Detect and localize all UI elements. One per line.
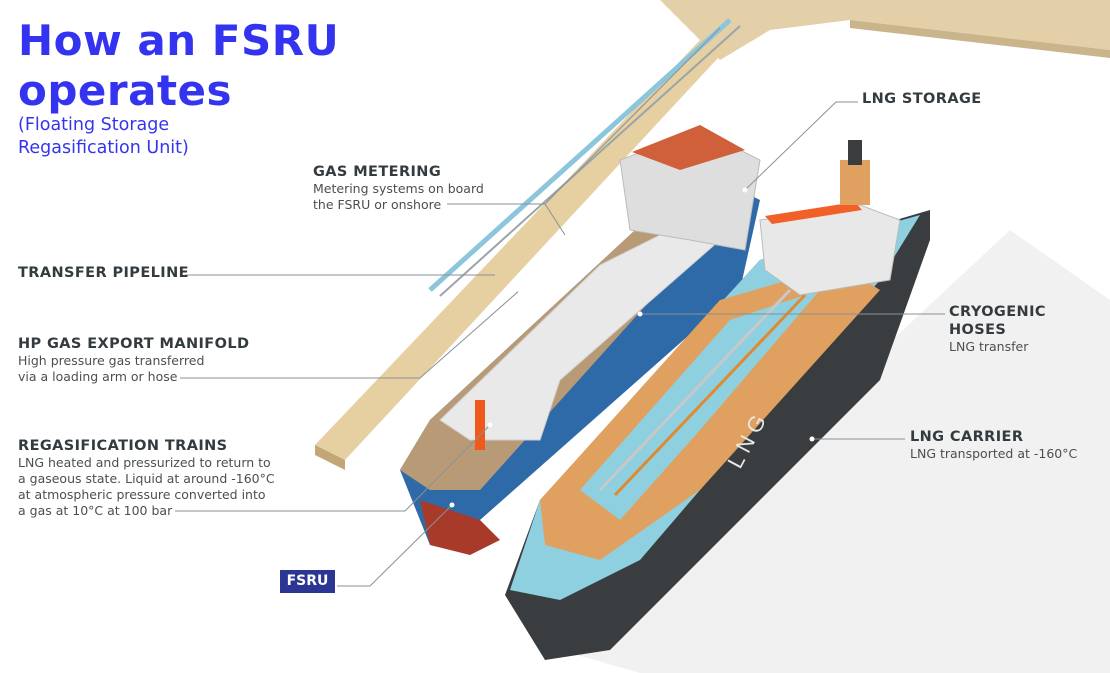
fsru-badge: FSRU xyxy=(280,570,335,593)
label-lng-storage: LNG STORAGE xyxy=(862,91,982,107)
shore-edge xyxy=(850,20,1110,58)
label-regasification-trains: REGASIFICATION TRAINS LNG heated and pre… xyxy=(18,438,275,518)
label-lng-carrier: LNG CARRIER LNG transported at -160°C xyxy=(910,429,1078,461)
pipeline xyxy=(428,18,732,292)
label-transfer-pipeline: TRANSFER PIPELINE xyxy=(18,265,189,281)
shore xyxy=(660,0,1110,60)
fsru-hull-bottom xyxy=(420,500,500,555)
label-hp-gas-export-manifold: HP GAS EXPORT MANIFOLD High pressure gas… xyxy=(18,336,250,384)
pier xyxy=(315,40,730,460)
page-title: How an FSRU operates xyxy=(18,16,340,115)
label-gas-metering: GAS METERING Metering systems on board t… xyxy=(313,164,484,212)
label-cryogenic-hoses: CRYOGENIC HOSES LNG transfer xyxy=(949,304,1046,354)
leader-lines xyxy=(175,27,945,587)
pier-side xyxy=(315,445,345,470)
page-subtitle: (Floating Storage Regasification Unit) xyxy=(18,115,189,158)
